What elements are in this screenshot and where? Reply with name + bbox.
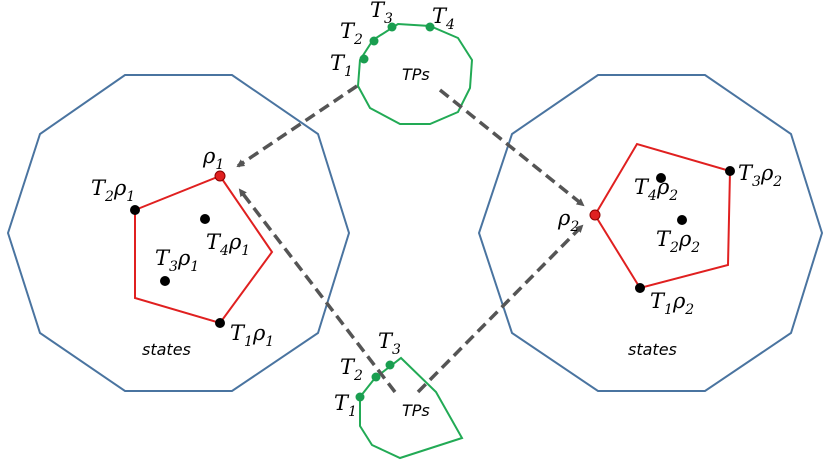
arrow-bottom-to-rho1 (238, 188, 397, 394)
t4rho2-point (656, 173, 666, 183)
t1rho2-label: T1ρ2 (650, 289, 694, 318)
top-t2-label: T2 (340, 19, 363, 48)
left-orbit (134, 174, 274, 325)
t3rho2-label: T3ρ2 (738, 161, 782, 190)
top-tp-set (356, 22, 474, 125)
top-t1-label: T1 (330, 51, 353, 80)
arrow-top-to-rho2 (438, 88, 585, 207)
bottom-tps-label: TPs (402, 401, 430, 420)
arrow-top-to-rho1 (236, 84, 358, 168)
t4rho1-point (200, 214, 210, 224)
arrow-bottom-to-rho2 (416, 224, 584, 394)
t4rho2-label: T4ρ2 (634, 175, 678, 204)
right-state-space (477, 74, 824, 392)
right-states-label: states (628, 340, 677, 359)
bottom-t2-label: T2 (340, 355, 363, 384)
bottom-tp-point-t1 (355, 392, 365, 402)
bottom-t3-label: T3 (378, 329, 401, 358)
t1rho2-point (635, 283, 645, 293)
top-t4-label: T4 (432, 4, 455, 33)
bottom-tp-set (359, 356, 464, 460)
top-tp-point-t2 (369, 36, 379, 46)
left-states-label: states (142, 340, 191, 359)
t1rho1-point (215, 318, 225, 328)
t3rho2-point (725, 166, 735, 176)
rho1-point (214, 170, 226, 182)
top-tp-point-t3 (387, 22, 397, 32)
t3rho1-label: T3ρ1 (155, 246, 199, 275)
top-t3-label: T3 (370, 0, 393, 27)
t4rho1-label: T4ρ1 (206, 230, 250, 259)
rho2-point (589, 209, 601, 221)
top-tp-point-t4 (425, 22, 435, 32)
t2rho1-point (130, 205, 140, 215)
top-tps-label: TPs (402, 65, 430, 84)
rho2-label: ρ2 (557, 206, 579, 235)
bottom-tp-point-t2 (371, 372, 381, 382)
rho1-label: ρ1 (202, 144, 224, 173)
t1rho1-label: T1ρ1 (230, 321, 274, 350)
top-tp-point-t1 (359, 54, 369, 64)
t2rho1-label: T2ρ1 (91, 176, 135, 205)
bottom-tp-point-t3 (385, 360, 395, 370)
t3rho1-point (160, 276, 170, 286)
t2rho2-label: T2ρ2 (656, 227, 700, 256)
right-orbit (593, 142, 732, 290)
t2rho2-point (677, 215, 687, 225)
left-state-space (6, 74, 351, 392)
bottom-t1-label: T1 (334, 391, 357, 420)
